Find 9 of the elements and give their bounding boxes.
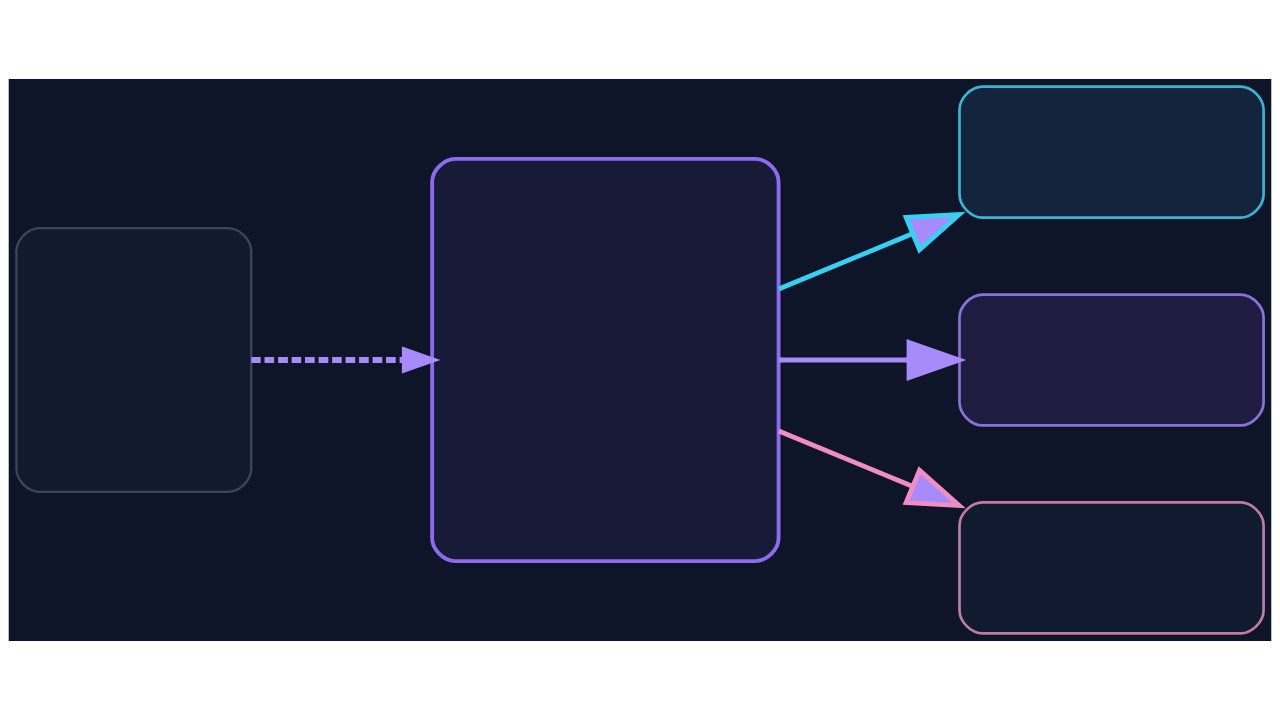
node-box	[958, 293, 1265, 427]
node-box	[958, 85, 1265, 219]
arrow	[777, 211, 966, 292]
node-box	[430, 156, 781, 564]
node-box	[15, 227, 253, 493]
arrow	[777, 428, 966, 509]
arrow	[778, 339, 967, 381]
arrow	[251, 346, 441, 374]
node-box	[958, 501, 1265, 635]
